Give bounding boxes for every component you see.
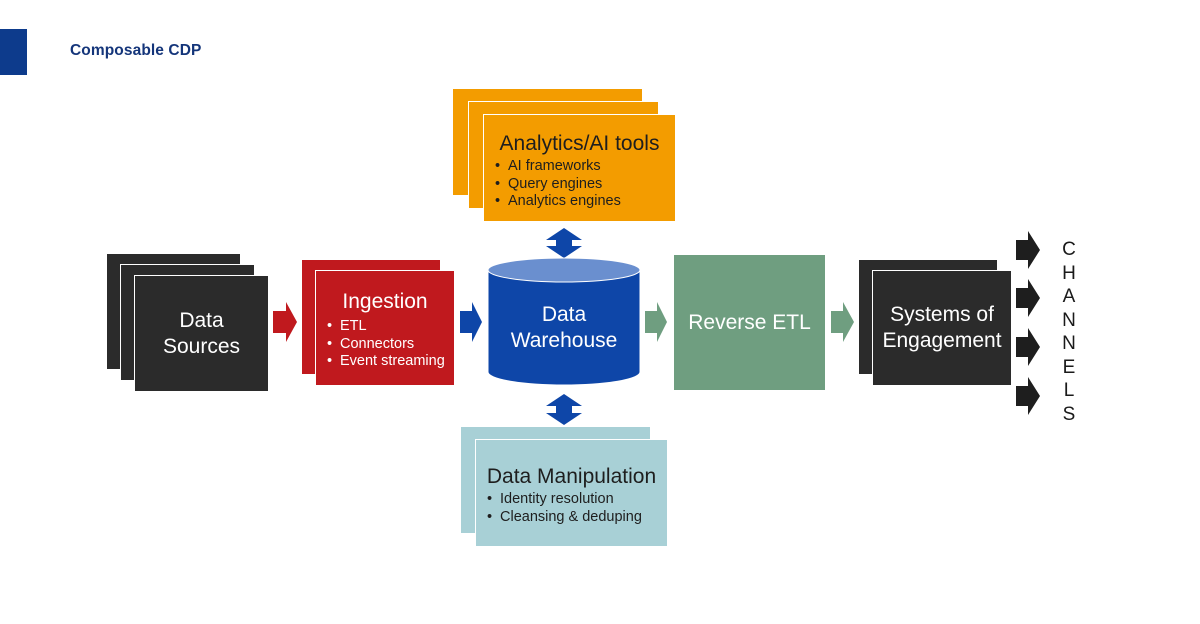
ingestion-list: ETL Connectors Event streaming — [326, 318, 454, 371]
reverse-etl-label: Reverse ETL — [688, 310, 811, 334]
reverse-etl-card: Reverse ETL — [673, 254, 826, 391]
ingestion-item: Event streaming — [326, 353, 454, 371]
engagement-card: Systems of Engagement — [872, 270, 1012, 386]
warehouse-label-text: Data Warehouse — [510, 303, 618, 352]
arrow-sources-to-ingestion — [273, 302, 297, 342]
analytics-item: Analytics engines — [494, 193, 675, 211]
channels-letter: N — [1062, 309, 1076, 331]
engagement-label: Systems of Engagement — [882, 303, 1002, 352]
manipulation-item: Cleansing & deduping — [486, 509, 667, 527]
arrow-to-channel — [1016, 279, 1040, 317]
arrow-reverse-etl-to-engagement — [831, 302, 854, 342]
channels-letter: S — [1062, 403, 1076, 425]
channels-letter: C — [1062, 239, 1076, 260]
manipulation-card: Data Manipulation Identity resolution Cl… — [475, 439, 668, 547]
data-sources-card: Data Sources — [134, 275, 269, 392]
channels-letter: L — [1063, 380, 1075, 401]
ingestion-card: Ingestion ETL Connectors Event streaming — [315, 270, 455, 386]
manipulation-list: Identity resolution Cleansing & deduping — [486, 491, 667, 526]
page-title: Composable CDP — [70, 42, 202, 59]
channels-letter: N — [1062, 333, 1076, 354]
manipulation-item: Identity resolution — [486, 491, 667, 509]
analytics-item: AI frameworks — [494, 158, 675, 176]
arrow-ingestion-to-warehouse — [460, 302, 482, 342]
channels-letter: A — [1062, 286, 1076, 307]
analytics-list: AI frameworks Query engines Analytics en… — [494, 158, 675, 211]
arrow-warehouse-analytics-bidirectional — [546, 228, 582, 258]
analytics-item: Query engines — [494, 176, 675, 194]
arrow-to-channel — [1016, 231, 1040, 269]
analytics-title: Analytics/AI tools — [499, 132, 660, 155]
arrow-warehouse-to-reverse-etl — [645, 302, 667, 342]
warehouse-cylinder — [487, 257, 641, 386]
accent-bar — [0, 29, 27, 75]
channels-letter: E — [1062, 356, 1076, 378]
ingestion-item: Connectors — [326, 336, 454, 354]
arrow-to-channel — [1016, 328, 1040, 366]
warehouse-label: Data Warehouse — [488, 290, 640, 366]
data-sources-label: Data Sources — [162, 308, 241, 358]
channels-label: C H A N N E L S — [1056, 238, 1082, 426]
channels-letter: H — [1062, 262, 1076, 284]
arrow-warehouse-manipulation-bidirectional — [546, 394, 582, 425]
manipulation-title: Data Manipulation — [486, 465, 657, 488]
ingestion-title: Ingestion — [342, 290, 428, 313]
ingestion-item: ETL — [326, 318, 454, 336]
arrow-to-channel — [1016, 377, 1040, 415]
analytics-card: Analytics/AI tools AI frameworks Query e… — [483, 114, 676, 222]
